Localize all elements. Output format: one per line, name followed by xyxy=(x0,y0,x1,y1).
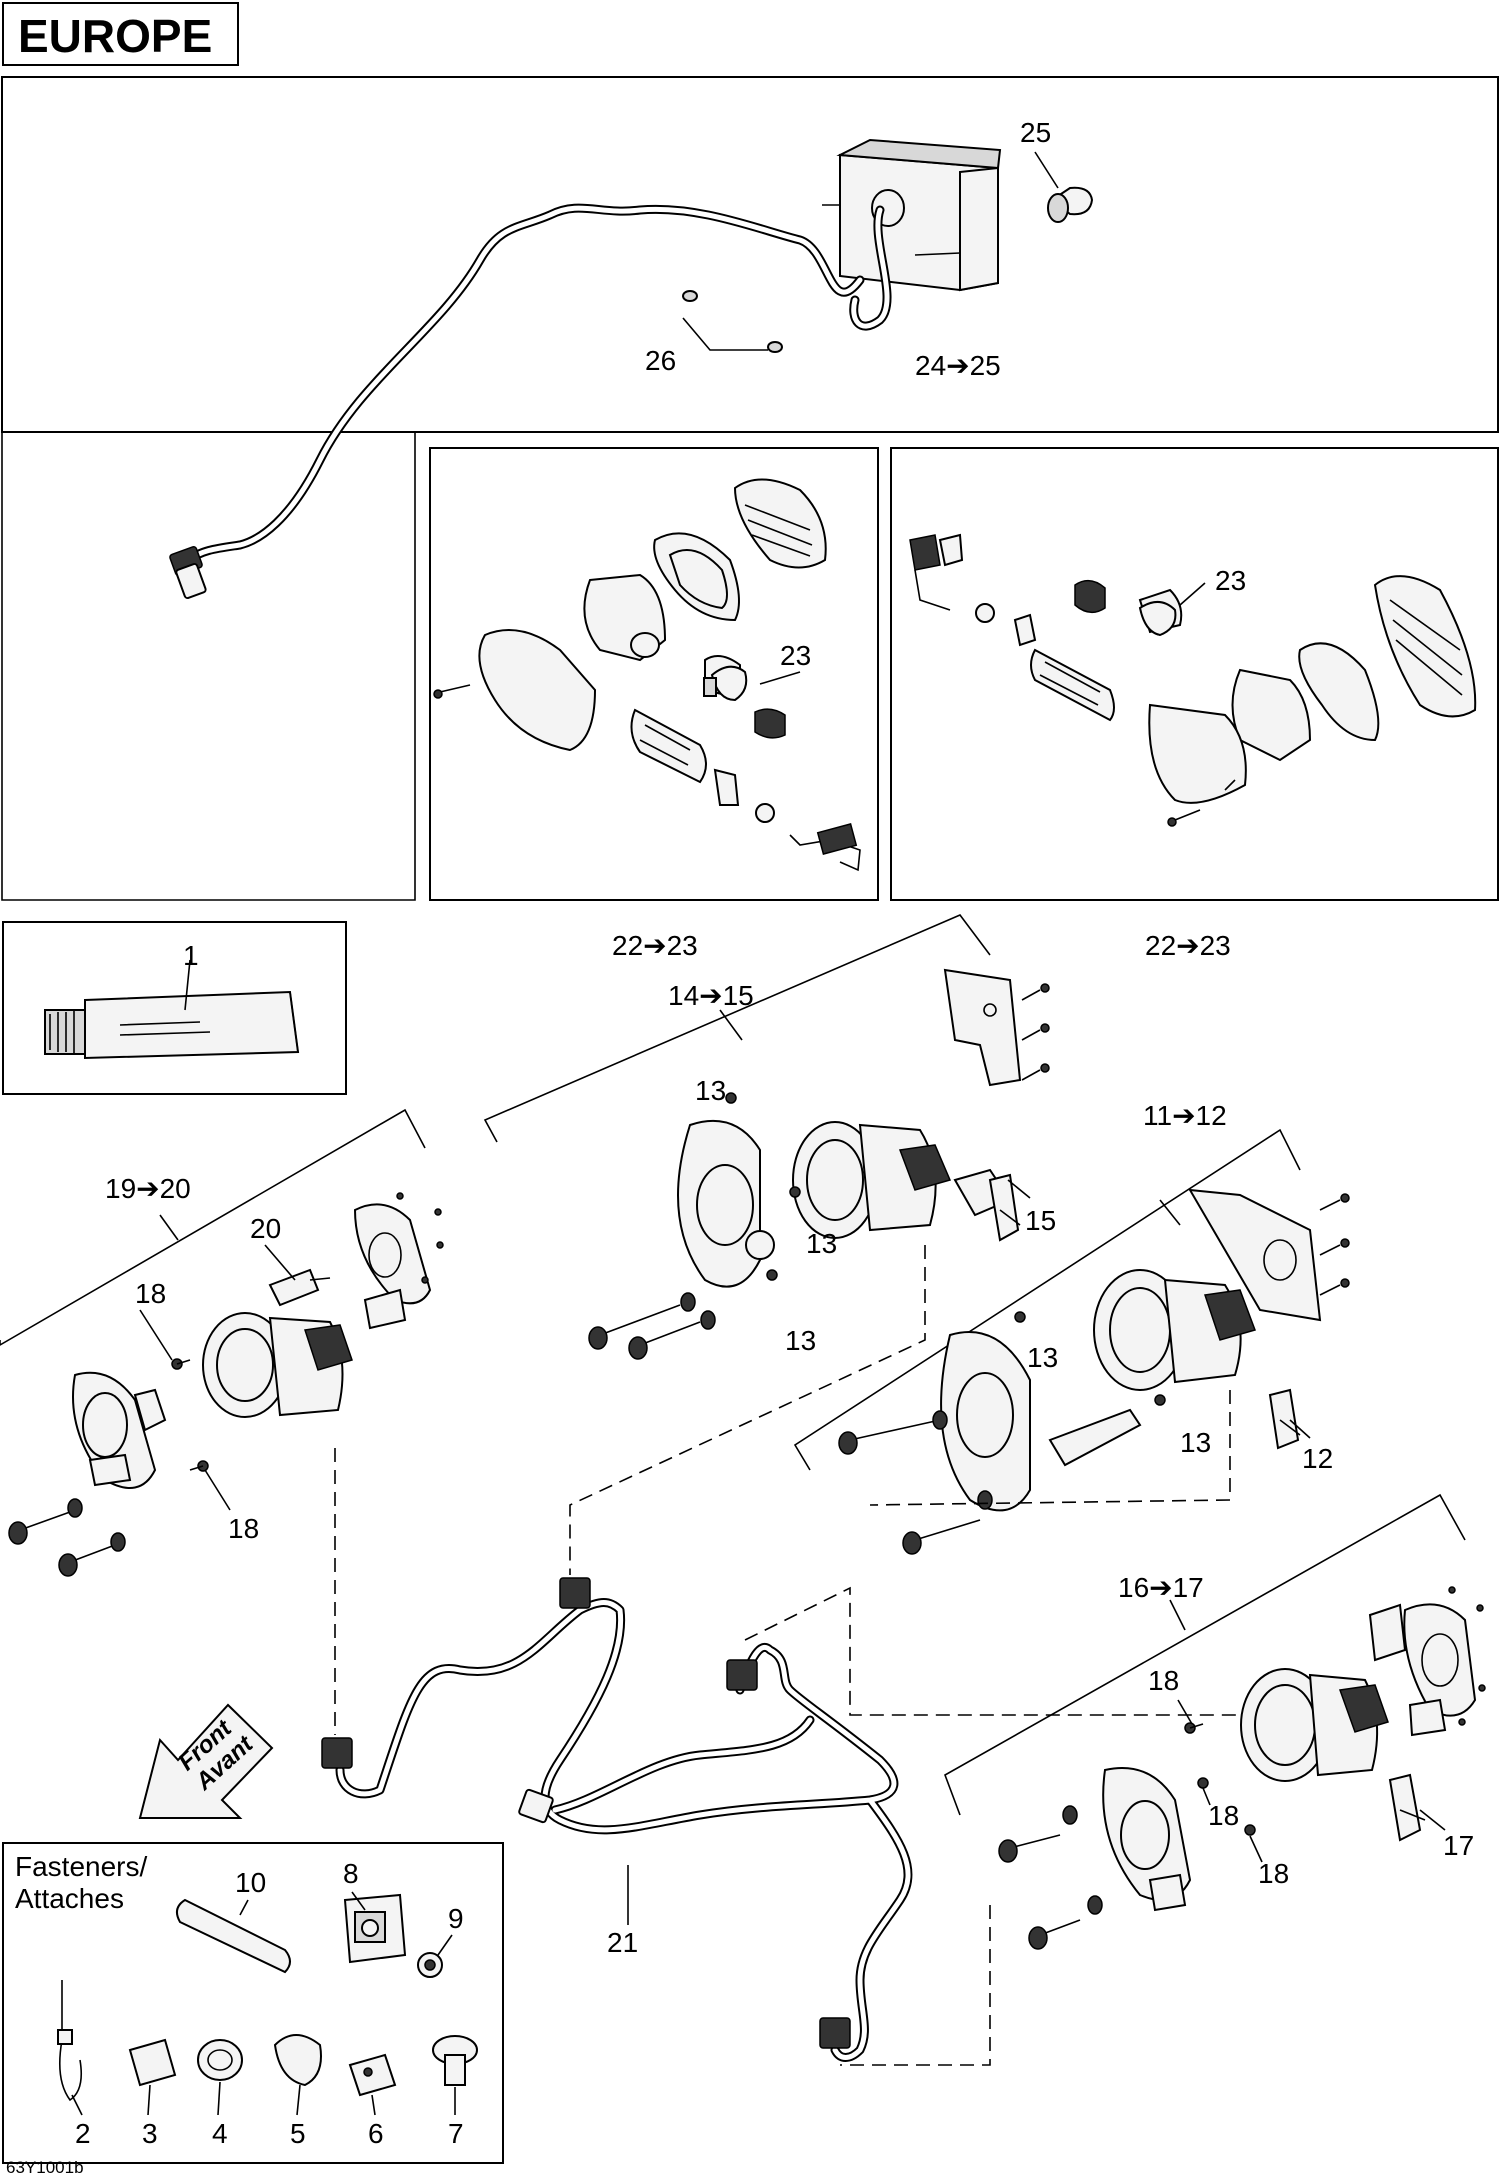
callout-23-left: 23 xyxy=(780,640,811,671)
connection-lines xyxy=(334,1245,1240,2066)
callout-3: 3 xyxy=(142,2118,158,2149)
fastener-3-clip xyxy=(128,2038,177,2087)
region-title-box xyxy=(2,2,239,66)
callout-18-a: 18 xyxy=(135,1278,166,1309)
callout-13-b: 13 xyxy=(806,1228,837,1259)
callout-7: 7 xyxy=(448,2118,464,2149)
taillight-frame xyxy=(1,76,1499,433)
callout-labels: 25 26 24➔25 23 23 22➔23 22➔23 1 14➔15 13… xyxy=(75,117,1474,2149)
front-arrow xyxy=(138,1703,274,1819)
headlight-16-17 xyxy=(944,1493,1486,1950)
callout-10: 10 xyxy=(235,1867,266,1898)
callout-24-25: 24➔25 xyxy=(915,350,1001,381)
callout-17: 17 xyxy=(1443,1830,1474,1861)
left-panel-frame xyxy=(1,432,416,901)
fastener-8-clip xyxy=(343,1893,407,1964)
right-turn-signal-box xyxy=(890,447,1499,901)
headlight-19-20 xyxy=(0,1108,444,1577)
left-turn-signal xyxy=(433,478,861,872)
fastener-7-rivet xyxy=(432,2035,478,2086)
grease-tube xyxy=(44,959,300,1060)
taillight-assembly xyxy=(822,138,1002,331)
callout-15: 15 xyxy=(1025,1205,1056,1236)
bulb-23-left xyxy=(703,665,748,702)
callout-13-a: 13 xyxy=(695,1075,726,1106)
fastener-2-tie xyxy=(57,1980,83,2102)
fastener-5-clip xyxy=(273,2034,322,2087)
callout-18-b: 18 xyxy=(228,1513,259,1544)
fastener-6-clip xyxy=(348,2053,397,2097)
callout-13-e: 13 xyxy=(1180,1427,1211,1458)
fastener-4-clamp xyxy=(197,2039,243,2081)
callout-22-23-left: 22➔23 xyxy=(612,930,698,961)
callout-16-17: 16➔17 xyxy=(1118,1572,1204,1603)
fasteners-box xyxy=(2,1842,504,2164)
headlight-11-12 xyxy=(793,1128,1350,1555)
callout-5: 5 xyxy=(290,2118,306,2149)
callout-4: 4 xyxy=(212,2118,228,2149)
callout-21: 21 xyxy=(607,1927,638,1958)
callout-23-right: 23 xyxy=(1215,565,1246,596)
fasteners-title-2: Attaches xyxy=(15,1883,124,1914)
callout-6: 6 xyxy=(368,2118,384,2149)
callout-18-e: 18 xyxy=(1258,1858,1289,1889)
callout-25: 25 xyxy=(1020,117,1051,148)
headlight-14-15 xyxy=(483,914,1050,1360)
main-harness xyxy=(321,1577,913,2062)
grease-tube-box xyxy=(2,921,347,1095)
callout-8: 8 xyxy=(343,1858,359,1889)
callout-18-d: 18 xyxy=(1208,1800,1239,1831)
region-title: EUROPE xyxy=(18,10,212,62)
callout-2: 2 xyxy=(75,2118,91,2149)
callout-19-20: 19➔20 xyxy=(105,1173,191,1204)
callout-22-23-right: 22➔23 xyxy=(1145,930,1231,961)
fasteners-title-1: Fasteners/ xyxy=(15,1851,147,1882)
taillight-harness xyxy=(169,203,865,600)
leader-lines xyxy=(71,151,1446,2116)
bulb-23-right xyxy=(1138,601,1177,637)
callout-13-c: 13 xyxy=(785,1325,816,1356)
drawing-code: 63Y1001b xyxy=(6,2158,84,2177)
fastener-10-sleeve xyxy=(175,1898,291,1974)
right-turn-signal xyxy=(909,533,1477,827)
bulb-25 xyxy=(1047,186,1094,223)
callout-12: 12 xyxy=(1302,1443,1333,1474)
callout-1: 1 xyxy=(183,940,199,971)
callout-9: 9 xyxy=(448,1903,464,1934)
nuts-26 xyxy=(682,290,783,353)
callout-18-c: 18 xyxy=(1148,1665,1179,1696)
callout-11-12: 11➔12 xyxy=(1143,1100,1227,1131)
fastener-9-nut xyxy=(417,1952,443,1978)
left-turn-signal-box xyxy=(429,447,879,901)
callout-14-15: 14➔15 xyxy=(668,980,754,1011)
callout-13-d: 13 xyxy=(1027,1342,1058,1373)
callout-20: 20 xyxy=(250,1213,281,1244)
callout-26: 26 xyxy=(645,345,676,376)
